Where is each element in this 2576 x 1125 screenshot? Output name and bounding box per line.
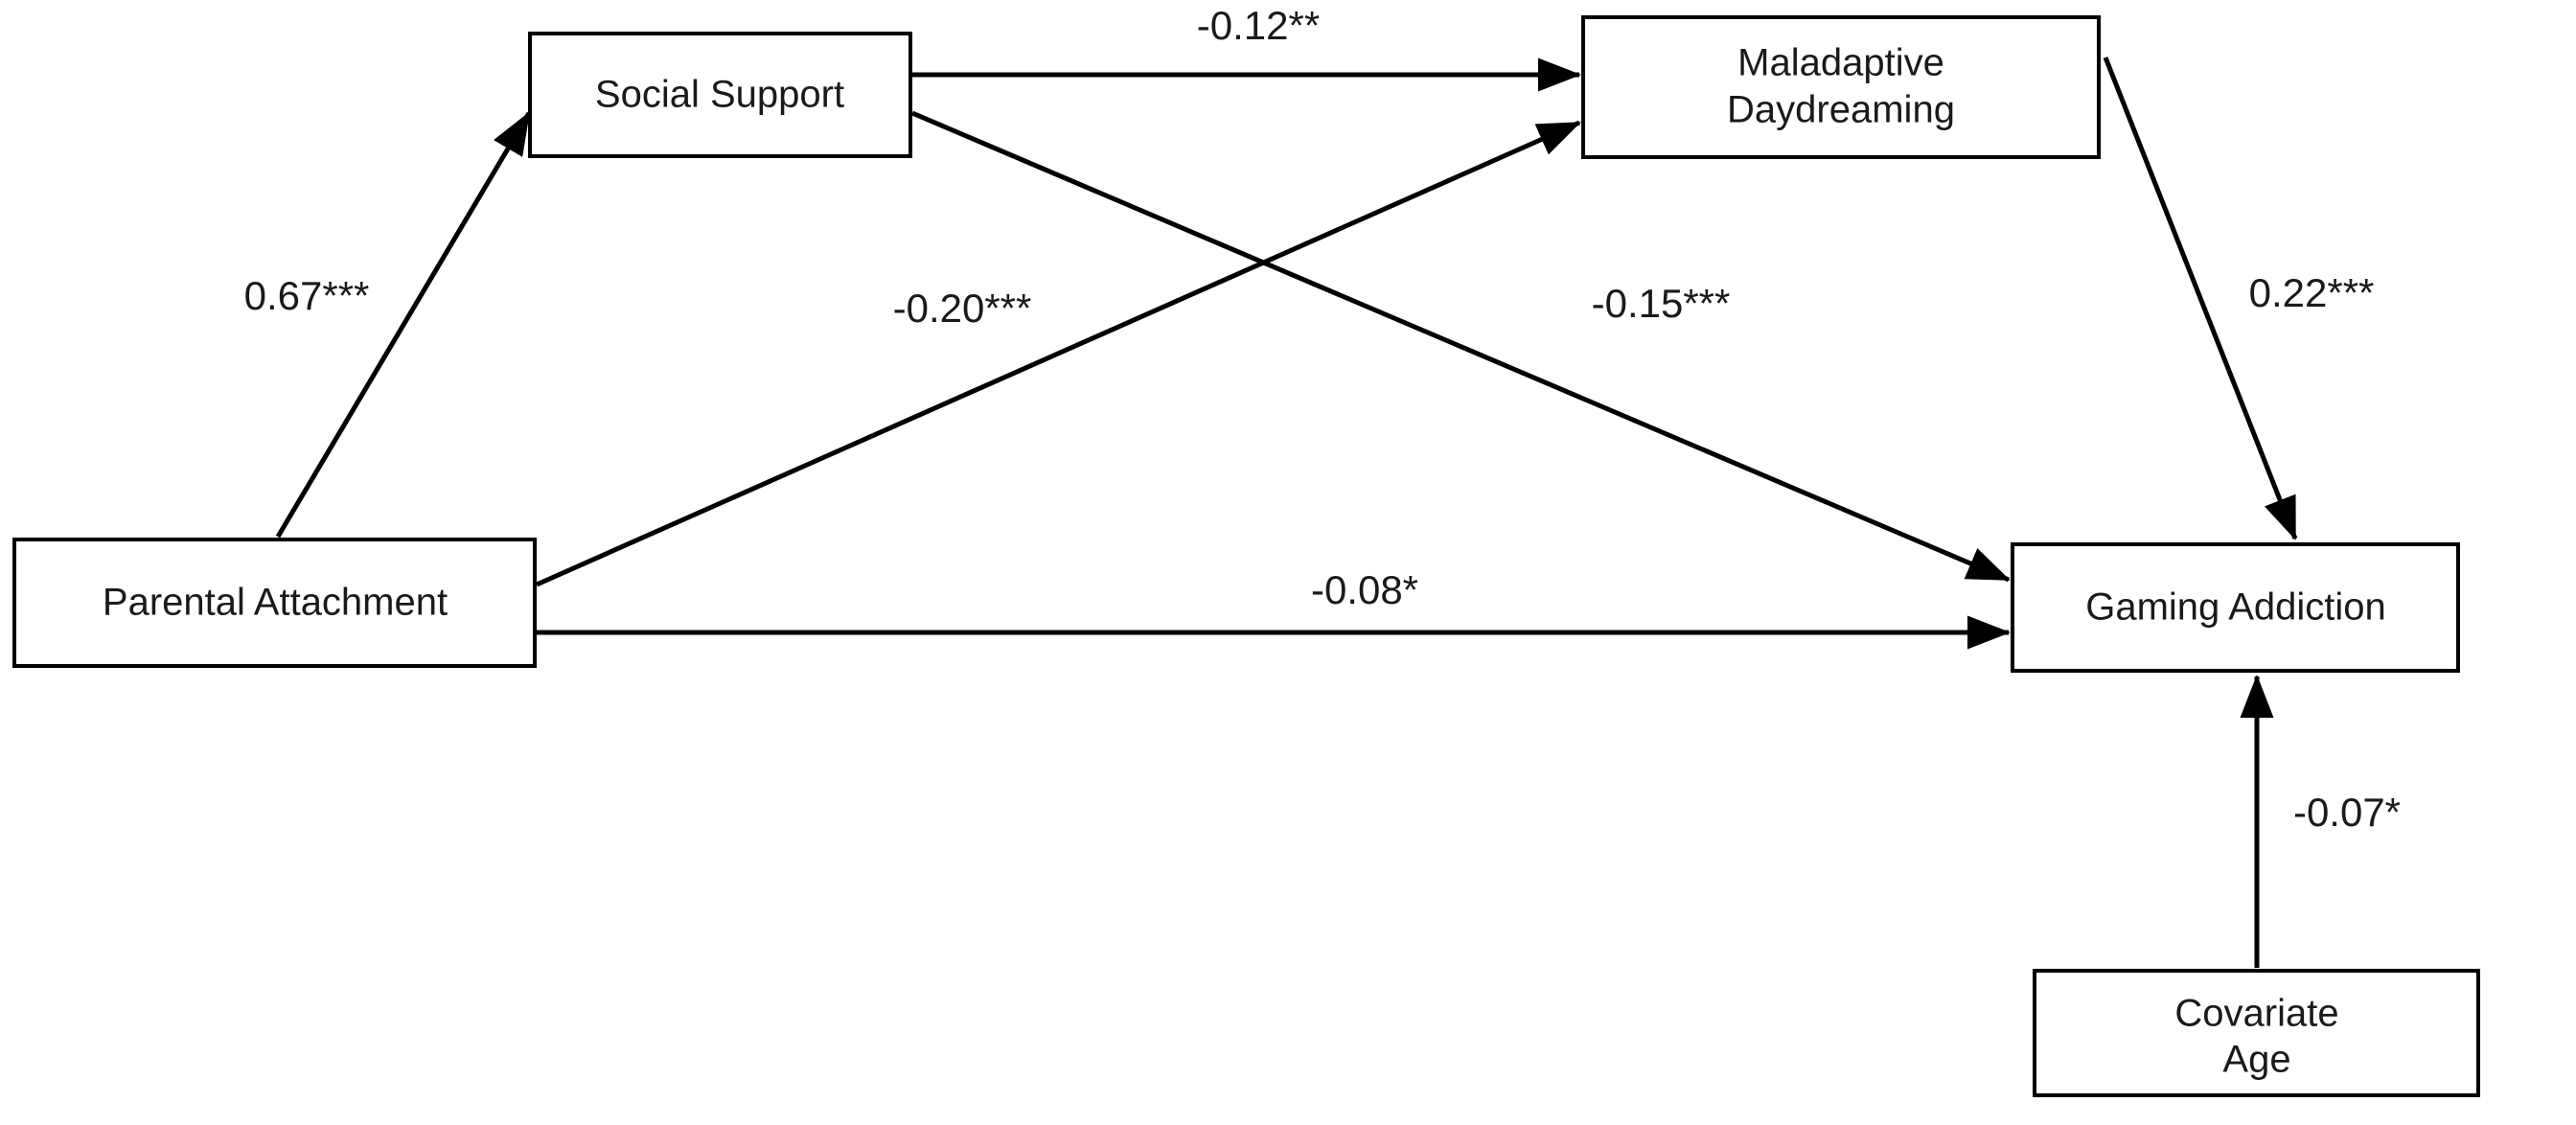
node-box-covariate-age[interactable] (2033, 969, 2480, 1097)
edge-parental-to-maladaptive (535, 120, 1581, 587)
node-gaming-addiction[interactable]: Gaming Addiction (2011, 542, 2460, 673)
node-covariate-age[interactable]: Covariate Age (2033, 969, 2480, 1097)
node-box-maladaptive-daydreaming[interactable] (1581, 15, 2101, 159)
node-box-social-support[interactable] (528, 32, 912, 158)
node-label-gaming-addiction: Gaming Addiction (2085, 586, 2386, 629)
node-label-social-support: Social Support (595, 74, 844, 116)
edge-label-parental-to-social: 0.67*** (244, 273, 370, 318)
node-label-maladaptive-daydreaming-line1: Maladaptive (1737, 42, 1944, 84)
edge-labels-layer: 0.67*** -0.12** -0.15*** -0.20*** -0.08*… (244, 3, 2401, 835)
edge-label-maladaptive-to-gaming: 0.22*** (2249, 270, 2375, 315)
edge-parental-to-social (275, 111, 532, 539)
node-parental-attachment[interactable]: Parental Attachment (12, 538, 537, 668)
node-box-gaming-addiction[interactable] (2011, 542, 2460, 673)
edge-label-age-to-gaming: -0.07* (2293, 790, 2401, 835)
edge-label-parental-to-maladaptive: -0.20*** (893, 286, 1032, 331)
nodes-layer: Social Support Maladaptive Daydreaming P… (12, 15, 2480, 1097)
edges-layer (275, 57, 2298, 968)
node-label-maladaptive-daydreaming-line2: Daydreaming (1727, 89, 1955, 131)
node-social-support[interactable]: Social Support (528, 32, 912, 158)
edge-label-social-to-gaming: -0.15*** (1592, 281, 1731, 326)
edge-label-parental-to-gaming: -0.08* (1311, 567, 1418, 612)
node-label-covariate-age-line1: Covariate (2174, 993, 2338, 1035)
edge-maladaptive-to-gaming (2103, 57, 2298, 540)
node-maladaptive-daydreaming[interactable]: Maladaptive Daydreaming (1581, 15, 2101, 159)
edge-label-social-to-maladaptive: -0.12** (1197, 3, 1320, 48)
edge-social-to-gaming (911, 110, 2011, 583)
node-label-parental-attachment: Parental Attachment (103, 582, 448, 624)
node-box-parental-attachment[interactable] (12, 538, 537, 668)
node-label-covariate-age-line2: Age (2222, 1039, 2290, 1081)
